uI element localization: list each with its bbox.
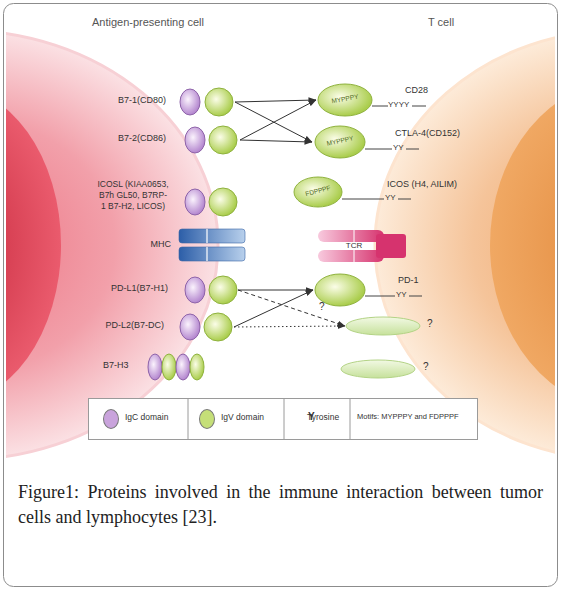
legend-swatch — [103, 409, 119, 429]
tyrosine-marks: YY — [396, 290, 410, 300]
receptor-protein: FDPPPFICOS (H4, AILIM)YY — [292, 175, 460, 209]
question-mark: ? — [423, 361, 435, 374]
legend-text: IgV domain — [221, 412, 283, 423]
legend-swatch — [199, 409, 215, 429]
ligand-protein: B7-1(CD80) — [100, 88, 235, 116]
protein-label: B7-H3 — [103, 360, 139, 371]
receptor-protein: PD-1YY — [313, 272, 433, 308]
ligand-protein: PD-L2(B7-DC) — [98, 313, 234, 341]
binding-arrow — [238, 290, 345, 326]
legend-box: IgC domainIgV domainTyrosineMotifs: MYPP… — [88, 398, 478, 440]
protein-label: CTLA-4(CD152) — [395, 128, 465, 139]
edge-label: ? — [319, 301, 325, 314]
tcr-receptor: TCR — [318, 228, 408, 264]
tyrosine-marks: YY — [385, 193, 399, 203]
protein-label: PD-L1(B7-H1) — [98, 283, 168, 294]
binding-arrow — [234, 326, 345, 327]
figure-caption: Figure1: Proteins involved in the immune… — [18, 480, 543, 530]
protein-label: TCR — [338, 241, 370, 251]
tyrosine-marks: YY — [393, 143, 407, 153]
unknown-receptor: ? — [340, 358, 436, 380]
legend-text: IgC domain — [125, 412, 187, 423]
protein-label: ICOS (H4, AILIM) — [387, 179, 459, 190]
protein-label: CD28 — [405, 85, 445, 96]
tcr-receptor-outline — [318, 228, 408, 264]
ligand-protein: ICOSL (KIAA0653, B7h GL50, B7RP-1 B7-H2,… — [97, 176, 242, 228]
protein-label: PD-1 — [398, 275, 428, 286]
ligand-protein: B7-H3 — [103, 353, 213, 381]
protein-label: B7-2(CD86) — [100, 133, 166, 144]
mhc-molecule: MHC — [135, 226, 250, 264]
ligand-protein: PD-L1(B7-H1) — [98, 276, 238, 304]
cell-heading: T cell — [428, 16, 488, 30]
binding-arrow — [234, 290, 313, 327]
protein-label: ICOSL (KIAA0653, B7h GL50, B7RP-1 B7-H2,… — [97, 179, 169, 212]
question-mark: ? — [427, 318, 439, 331]
receptor-protein: MYPPPYCD28YYYY — [316, 82, 446, 118]
cell-heading: Antigen-presenting cell — [92, 16, 242, 30]
binding-arrow — [240, 100, 316, 140]
unknown-receptor-outline — [345, 315, 440, 337]
legend-text: Motifs: MYPPPY and FDPPPF — [357, 412, 477, 421]
binding-arrow — [235, 100, 316, 102]
binding-arrow — [238, 290, 313, 291]
tyrosine-marks: YYYY — [388, 100, 418, 110]
tyrosine-symbol: Y — [308, 411, 318, 424]
protein-label: PD-L2(B7-DC) — [98, 320, 164, 331]
ligand-protein: B7-2(CD86) — [100, 126, 240, 154]
unknown-receptor: ? — [345, 315, 440, 337]
receptor-protein: MYPPPYCTLA-4(CD152)YY — [312, 124, 467, 160]
binding-arrow — [240, 140, 312, 142]
protein-label: MHC — [135, 239, 171, 250]
binding-arrow — [235, 102, 312, 142]
protein-label: B7-1(CD80) — [100, 95, 166, 106]
unknown-receptor-outline — [340, 358, 436, 380]
